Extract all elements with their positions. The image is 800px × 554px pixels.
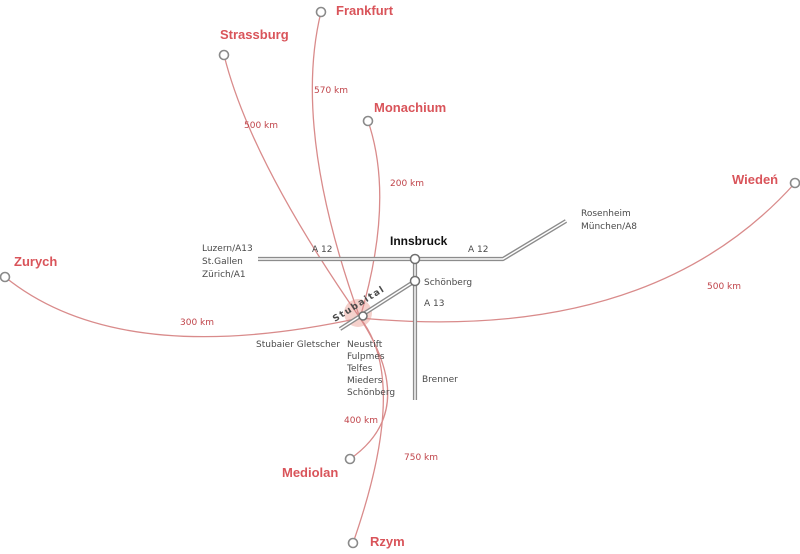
- label-zurych: Zurych: [14, 254, 57, 269]
- valley-town-5: Schönberg: [347, 388, 395, 398]
- road-label-a12-east: A 12: [468, 245, 488, 255]
- marker-mediolan: [344, 453, 356, 465]
- valley-town-1: Neustift: [347, 340, 383, 350]
- hub-innsbruck: Innsbruck: [390, 234, 448, 248]
- valley-town-4: Mieders: [347, 376, 383, 386]
- valley-town-3: Telfes: [346, 364, 373, 374]
- distance-frankfurt: 570 km: [314, 86, 348, 96]
- label-mediolan: Mediolan: [282, 465, 338, 480]
- road-label-gletscher: Stubaier Gletscher: [256, 340, 340, 350]
- marker-zurych: [0, 271, 11, 283]
- route-wieden: [359, 182, 796, 323]
- marker-wieden: [789, 177, 800, 189]
- marker-rzym: [347, 537, 359, 549]
- marker-strassburg: [218, 49, 230, 61]
- route-lines: [4, 11, 796, 544]
- valley-town-2: Fulpmes: [347, 352, 385, 362]
- distance-zurych: 300 km: [180, 318, 214, 328]
- route-zurych: [4, 276, 361, 338]
- schonberg-junction: [409, 275, 421, 287]
- destination-markers: [0, 6, 800, 549]
- innsbruck-junction: [409, 253, 421, 265]
- road-label-a12-west: A 12: [312, 245, 332, 255]
- route-rzym: [352, 317, 384, 544]
- route-monachium: [359, 120, 381, 319]
- east-line-2: München/A8: [581, 222, 637, 232]
- road-label-schonberg: Schönberg: [424, 278, 472, 288]
- distance-monachium: 200 km: [390, 179, 424, 189]
- route-strassburg: [223, 54, 361, 319]
- distance-mediolan: 400 km: [344, 416, 378, 426]
- route-frankfurt: [311, 11, 361, 319]
- distance-wieden: 500 km: [707, 282, 741, 292]
- distance-strassburg: 500 km: [244, 121, 278, 131]
- label-frankfurt: Frankfurt: [336, 3, 394, 18]
- road-label-brenner: Brenner: [422, 375, 458, 385]
- west-line-3: Zürich/A1: [202, 270, 246, 280]
- label-rzym: Rzym: [370, 534, 405, 549]
- west-line-1: Luzern/A13: [202, 244, 253, 254]
- marker-frankfurt: [315, 6, 327, 18]
- road-label-a13: A 13: [424, 299, 444, 309]
- label-wieden: Wiedeń: [732, 172, 778, 187]
- marker-monachium: [362, 115, 374, 127]
- east-line-1: Rosenheim: [581, 209, 631, 219]
- stubaital-junction: [358, 311, 368, 321]
- distance-rzym: 750 km: [404, 453, 438, 463]
- label-strassburg: Strassburg: [220, 27, 289, 42]
- label-monachium: Monachium: [374, 100, 446, 115]
- west-line-2: St.Gallen: [202, 257, 243, 267]
